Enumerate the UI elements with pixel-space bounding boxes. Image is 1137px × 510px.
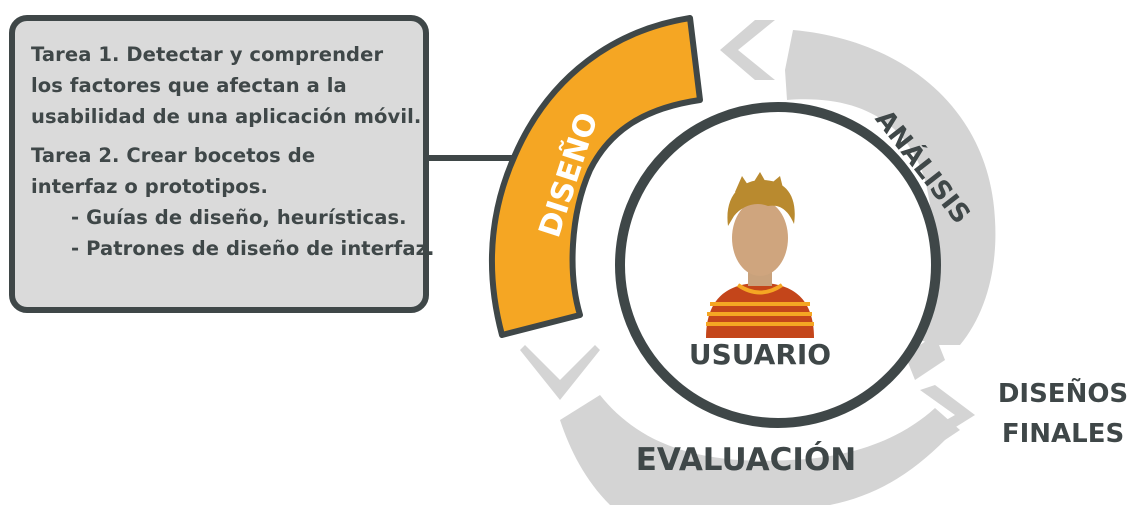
task1-line: usabilidad de una aplicación móvil. [31, 105, 422, 128]
evaluacion-segment [560, 395, 960, 505]
chevron-arrow-icon [920, 385, 975, 440]
chevron-arrow-icon [520, 345, 600, 400]
user-avatar-icon [706, 172, 814, 338]
chevron-arrow-icon [720, 20, 775, 80]
disenos-finales-line2: FINALES [1002, 419, 1124, 449]
disenos-finales-line1: DISEÑOS [998, 377, 1128, 409]
diseno-segment[interactable] [488, 15, 703, 338]
analisis-segment [785, 30, 996, 345]
task1-line: Tarea 1. Detectar y comprender [31, 43, 384, 66]
task-info-box: Tarea 1. Detectar y comprender los facto… [9, 15, 435, 313]
task2-line: Tarea 2. Crear bocetos de [31, 144, 316, 167]
task2-line: interfaz o prototipos. [31, 175, 268, 198]
evaluacion-label: EVALUACIÓN [636, 441, 857, 478]
task1-line: los factores que afectan a la [31, 74, 347, 97]
chevron-arrow-icon [905, 335, 945, 380]
bullet-item: - Patrones de diseño de interfaz. [71, 237, 435, 260]
usuario-label: USUARIO [689, 338, 831, 371]
bullet-item: - Guías de diseño, heurísticas. [71, 206, 407, 229]
